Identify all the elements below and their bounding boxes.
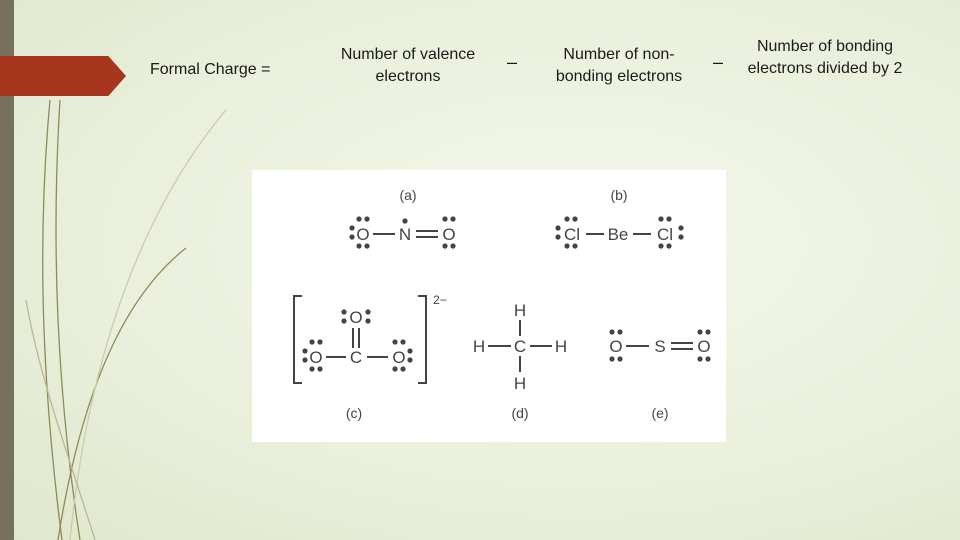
atom: S (654, 337, 665, 356)
lone-pairs (609, 329, 711, 362)
lone-pairs (349, 216, 456, 249)
left-side-bar (0, 0, 14, 540)
structure-d-label: (d) (511, 405, 528, 421)
atom: O (392, 348, 405, 367)
decor-line (69, 109, 227, 540)
structure-c: O C O O (309, 308, 405, 367)
decor-line (25, 299, 96, 540)
structure-b: Cl Be Cl (564, 225, 673, 244)
structure-e: O S O (609, 337, 710, 356)
term-nonbonding-electrons: Number of non-bonding electrons (555, 46, 683, 85)
minus-operator: – (506, 52, 517, 72)
atom: H (555, 337, 567, 356)
atom: O (609, 337, 622, 356)
atom: C (350, 348, 362, 367)
atom: Be (608, 225, 629, 244)
structure-b-label: (b) (610, 187, 627, 203)
lone-pairs (555, 216, 684, 249)
minus-operator: – (712, 52, 723, 72)
atom: O (697, 337, 710, 356)
atom: Cl (657, 225, 673, 244)
atom: Cl (564, 225, 580, 244)
atom: H (473, 337, 485, 356)
lewis-structures-panel: (a) O N O (b) Cl Be Cl (252, 170, 726, 442)
decor-line (57, 247, 187, 540)
bracket (293, 295, 427, 384)
term-valence-electrons: Number of valence electrons (340, 46, 476, 85)
lone-pairs (302, 309, 413, 372)
atom: C (514, 337, 526, 356)
lewis-structures-diagram: (a) O N O (b) Cl Be Cl (293, 187, 711, 421)
structure-c-label: (c) (346, 405, 362, 421)
term-bonding-electrons: Number of bonding electrons divided by 2 (747, 38, 903, 77)
formula-label: Formal Charge = (150, 61, 271, 78)
atom: O (356, 225, 369, 244)
decor-line (42, 99, 63, 540)
atom: H (514, 301, 526, 320)
atom: O (442, 225, 455, 244)
structure-a-label: (a) (399, 187, 416, 203)
structure-d: H C H H H (473, 301, 567, 393)
decor-line (55, 99, 81, 540)
atom: N (399, 225, 411, 244)
atom: H (514, 374, 526, 393)
ion-charge: 2− (433, 293, 447, 307)
structure-e-label: (e) (651, 405, 668, 421)
atom: O (349, 308, 362, 327)
accent-tab (0, 56, 126, 96)
structure-a: O N O (356, 225, 455, 244)
atom: O (309, 348, 322, 367)
